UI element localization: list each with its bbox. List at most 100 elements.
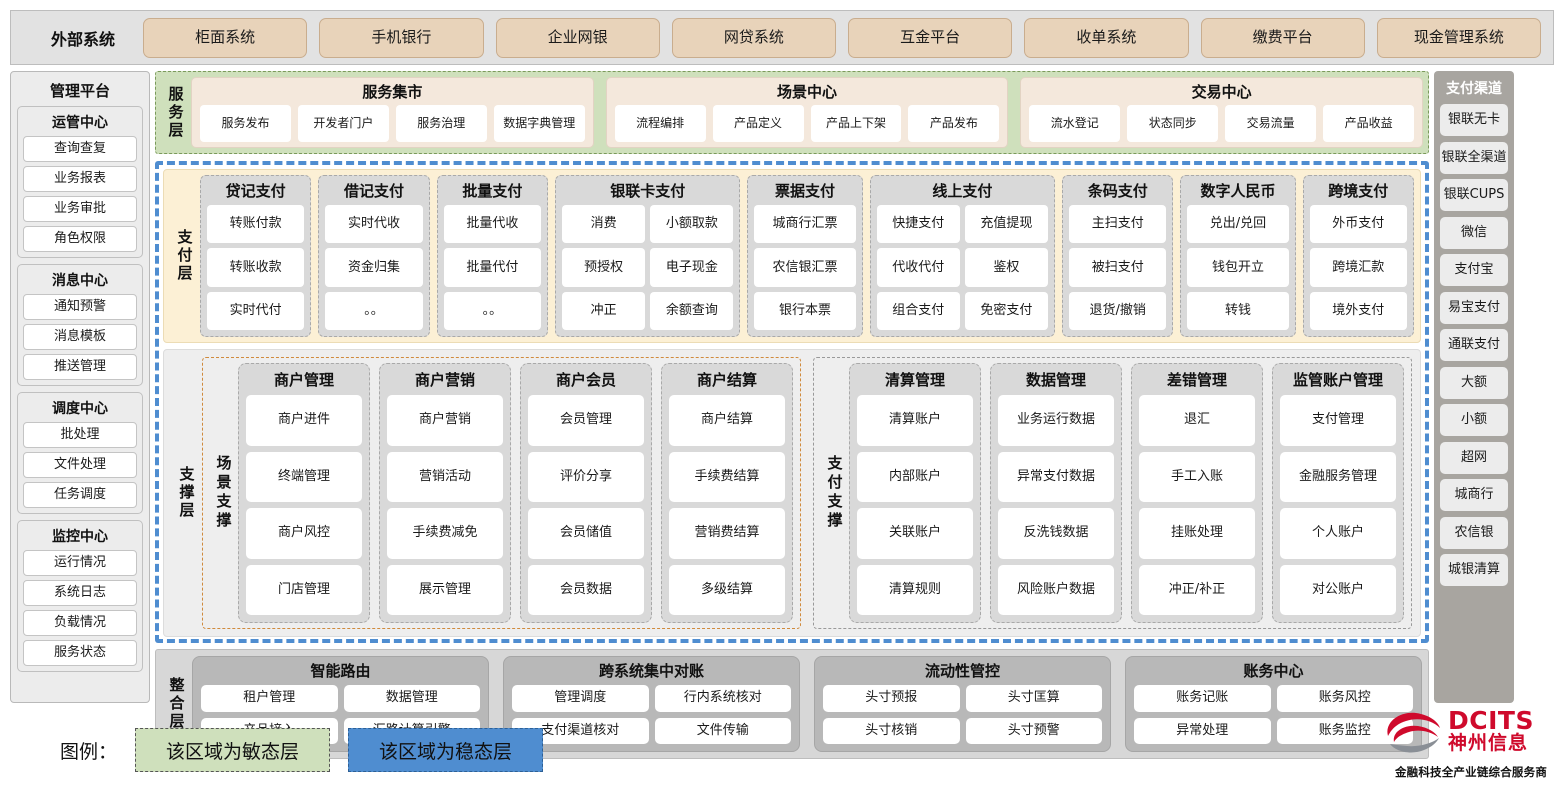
management-menu-item[interactable]: 消息模板 [23, 324, 137, 350]
payment-item[interactable]: 被扫支付 [1069, 248, 1167, 287]
payment-channel-item[interactable]: 银联全渠道 [1440, 141, 1508, 174]
payment-item[interactable]: 农信银汇票 [754, 248, 856, 287]
support-item[interactable]: 金融服务管理 [1280, 451, 1396, 502]
external-system-item[interactable]: 网贷系统 [671, 17, 836, 58]
external-system-item[interactable]: 收单系统 [1024, 17, 1189, 58]
support-item[interactable]: 手续费减免 [387, 508, 503, 559]
service-item[interactable]: 流水登记 [1029, 105, 1121, 142]
payment-item[interactable]: 充值提现 [964, 205, 1049, 244]
management-menu-item[interactable]: 批处理 [23, 422, 137, 448]
support-item[interactable]: 商户营销 [387, 395, 503, 446]
service-item[interactable]: 服务发布 [200, 105, 291, 142]
support-item[interactable]: 终端管理 [246, 451, 362, 502]
payment-item[interactable]: 冲正 [562, 291, 646, 330]
support-item[interactable]: 关联账户 [857, 508, 973, 559]
payment-channel-item[interactable]: 支付宝 [1440, 254, 1508, 286]
payment-item[interactable]: 实时代付 [207, 291, 305, 330]
payment-channel-item[interactable]: 微信 [1440, 216, 1508, 249]
support-item[interactable]: 会员储值 [528, 508, 644, 559]
support-item[interactable]: 挂账处理 [1139, 508, 1255, 559]
payment-item[interactable]: 快捷支付 [876, 205, 960, 244]
payment-item[interactable]: 转账收款 [207, 248, 305, 287]
integration-item[interactable]: 账务风控 [1276, 685, 1413, 712]
management-menu-item[interactable]: 通知预警 [23, 294, 137, 320]
support-item[interactable]: 退汇 [1139, 395, 1255, 446]
payment-item[interactable]: 批量代付 [443, 248, 542, 287]
payment-item[interactable]: 代收代付 [876, 248, 960, 287]
payment-channel-item[interactable]: 易宝支付 [1440, 291, 1508, 324]
support-item[interactable]: 支付管理 [1280, 395, 1396, 446]
payment-channel-item[interactable]: 通联支付 [1440, 329, 1508, 361]
external-system-item[interactable]: 互金平台 [848, 17, 1013, 58]
support-item[interactable]: 反洗钱数据 [998, 508, 1114, 559]
support-item[interactable]: 手续费结算 [669, 451, 785, 502]
management-menu-item[interactable]: 文件处理 [23, 452, 137, 478]
support-item[interactable]: 业务运行数据 [998, 395, 1114, 446]
integration-item[interactable]: 数据管理 [343, 685, 480, 712]
integration-item[interactable]: 头寸匡算 [965, 685, 1102, 712]
support-item[interactable]: 清算规则 [857, 564, 973, 615]
integration-item[interactable]: 管理调度 [512, 685, 649, 712]
support-item[interactable]: 异常支付数据 [998, 451, 1114, 502]
integration-item[interactable]: 租户管理 [201, 685, 338, 712]
service-item[interactable]: 数据字典管理 [493, 105, 585, 142]
management-menu-item[interactable]: 运行情况 [23, 550, 137, 576]
integration-item[interactable]: 头寸预警 [965, 717, 1102, 744]
management-menu-item[interactable]: 任务调度 [23, 482, 137, 508]
payment-item[interactable]: 主扫支付 [1069, 205, 1167, 244]
payment-channel-item[interactable]: 城银清算 [1440, 554, 1508, 586]
support-item[interactable]: 冲正/补正 [1139, 564, 1255, 615]
integration-item[interactable]: 行内系统核对 [654, 685, 791, 712]
support-item[interactable]: 多级结算 [669, 564, 785, 615]
payment-item[interactable]: 余额查询 [650, 291, 734, 330]
payment-channel-item[interactable]: 银联无卡 [1440, 104, 1508, 136]
payment-item[interactable]: 实时代收 [325, 205, 423, 244]
management-menu-item[interactable]: 系统日志 [23, 580, 137, 606]
service-item[interactable]: 产品收益 [1323, 105, 1415, 142]
payment-item[interactable]: 鉴权 [964, 248, 1049, 287]
support-item[interactable]: 展示管理 [387, 564, 503, 615]
management-menu-item[interactable]: 业务报表 [23, 166, 137, 192]
payment-item[interactable]: 境外支付 [1309, 291, 1407, 330]
support-item[interactable]: 个人账户 [1280, 508, 1396, 559]
service-item[interactable]: 产品发布 [908, 105, 1000, 142]
service-item[interactable]: 流程编排 [614, 105, 706, 142]
payment-item[interactable]: 外币支付 [1309, 205, 1407, 244]
management-menu-item[interactable]: 角色权限 [23, 226, 137, 252]
management-menu-item[interactable]: 推送管理 [23, 354, 137, 380]
support-item[interactable]: 营销费结算 [669, 508, 785, 559]
payment-item[interactable]: 小额取款 [650, 205, 734, 244]
external-system-item[interactable]: 缴费平台 [1200, 17, 1365, 58]
service-item[interactable]: 状态同步 [1127, 105, 1219, 142]
integration-item[interactable]: 异常处理 [1134, 717, 1271, 744]
support-item[interactable]: 对公账户 [1280, 564, 1396, 615]
support-item[interactable]: 商户结算 [669, 395, 785, 446]
payment-channel-item[interactable]: 银联CUPS [1440, 179, 1508, 211]
payment-item[interactable]: 组合支付 [876, 291, 960, 330]
payment-item[interactable]: 电子现金 [650, 248, 734, 287]
payment-item[interactable]: 转钱 [1187, 291, 1289, 330]
payment-channel-item[interactable]: 大额 [1440, 366, 1508, 399]
payment-item[interactable]: 转账付款 [207, 205, 305, 244]
service-item[interactable]: 开发者门户 [297, 105, 389, 142]
payment-channel-item[interactable]: 超网 [1440, 441, 1508, 474]
support-item[interactable]: 评价分享 [528, 451, 644, 502]
management-menu-item[interactable]: 服务状态 [23, 640, 137, 666]
support-item[interactable]: 内部账户 [857, 451, 973, 502]
payment-item[interactable]: 银行本票 [754, 291, 856, 330]
payment-channel-item[interactable]: 城商行 [1440, 479, 1508, 511]
service-item[interactable]: 产品定义 [712, 105, 804, 142]
payment-item[interactable]: 。。 [325, 291, 423, 330]
payment-item[interactable]: 兑出/兑回 [1187, 205, 1289, 244]
payment-item[interactable]: 退货/撤销 [1069, 291, 1167, 330]
management-menu-item[interactable]: 负载情况 [23, 610, 137, 636]
payment-item[interactable]: 消费 [562, 205, 646, 244]
management-menu-item[interactable]: 查询查复 [23, 136, 137, 162]
external-system-item[interactable]: 企业网银 [495, 17, 660, 58]
payment-item[interactable]: 。。 [443, 291, 542, 330]
payment-item[interactable]: 钱包开立 [1187, 248, 1289, 287]
integration-item[interactable]: 头寸核销 [823, 717, 960, 744]
support-item[interactable]: 商户风控 [246, 508, 362, 559]
integration-item[interactable]: 账务监控 [1276, 717, 1413, 744]
management-menu-item[interactable]: 业务审批 [23, 196, 137, 222]
